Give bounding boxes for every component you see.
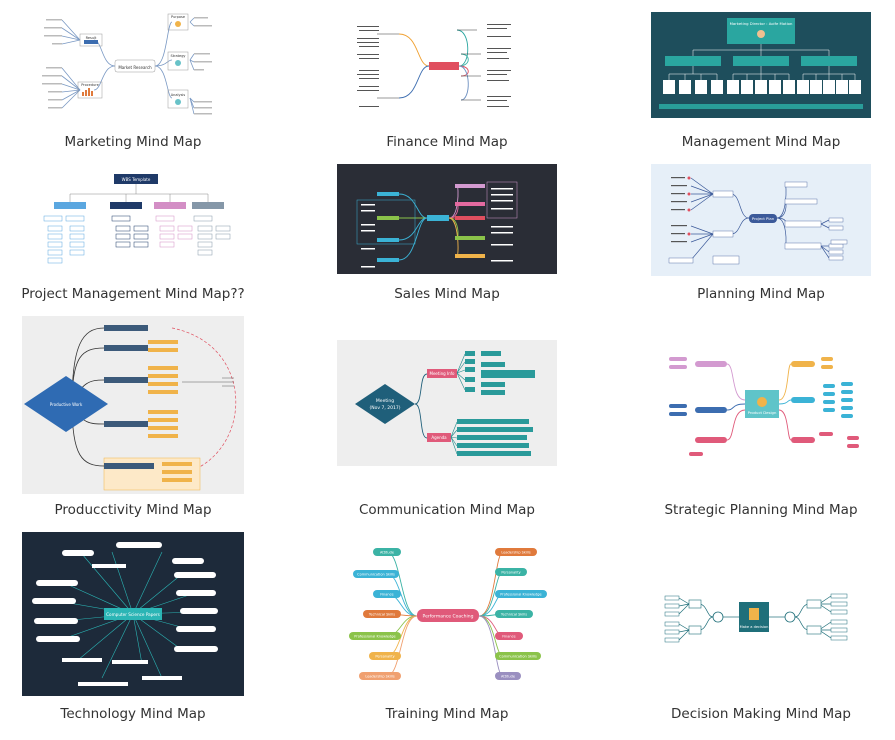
template-caption[interactable]: Decision Making Mind Map (671, 706, 851, 722)
training-root-label: Performance Coaching (423, 614, 474, 620)
training-right-4: Technical Skills (500, 613, 527, 617)
training-left-2: Communication Skills (357, 573, 395, 577)
template-card-planning[interactable]: Project Plan Planning Mind Map (651, 164, 871, 314)
training-right-5: Finance (502, 635, 515, 639)
planning-root-label: Project Plan (752, 216, 775, 221)
thumbnail-training[interactable]: Performance Coaching Attitude Communicat… (337, 540, 557, 690)
training-left-7: Leadership Skills (365, 675, 395, 679)
template-card-sales[interactable]: Sales Mind Map (337, 164, 557, 314)
template-caption[interactable]: Strategic Planning Mind Map (664, 502, 858, 518)
template-card-finance[interactable]: Finance Mind Map (337, 10, 557, 160)
communication-root-date: (Nov 7, 2017) (370, 405, 401, 411)
training-left-3: Finance (380, 593, 393, 597)
training-right-6: Communication Skills (499, 655, 537, 659)
template-caption[interactable]: Producctivity Mind Map (54, 502, 212, 518)
training-mind-map-preview: Performance Coaching Attitude Communicat… (349, 548, 547, 680)
template-caption[interactable]: Marketing Mind Map (64, 134, 202, 150)
template-card-technology[interactable]: Computer Science Papers Technology Mind … (22, 532, 244, 732)
template-card-project-management[interactable]: WBS Template Project Management Mind Map… (21, 164, 245, 314)
training-right-7: Attitude (501, 675, 515, 679)
thumbnail-decision-making[interactable]: Make a decision (651, 560, 871, 680)
training-right-3: Professional Knowledge (500, 593, 541, 597)
thumbnail-management[interactable]: Marketing Director : Aoife Motion (651, 12, 871, 118)
marketing-root-label: Market Research (118, 65, 152, 70)
thumbnail-marketing[interactable]: Market Research Result Procedure Purpose… (22, 10, 244, 128)
training-left-1: Attitude (380, 551, 394, 555)
strategic-planning-mind-map-preview: Product Design (669, 357, 859, 456)
marketing-mind-map-preview: Market Research Result Procedure Purpose… (42, 13, 212, 115)
marketing-strategy-label: Strategy (171, 54, 186, 58)
template-card-training[interactable]: Performance Coaching Attitude Communicat… (337, 540, 557, 732)
thumbnail-sales[interactable] (337, 164, 557, 274)
training-left-6: Personality (375, 655, 394, 659)
sales-mind-map-preview (356, 181, 518, 268)
management-root-label: Marketing Director : Aoife Motion (730, 21, 793, 26)
management-org-chart-preview: Marketing Director : Aoife Motion (659, 18, 863, 109)
template-card-strategic-planning[interactable]: Product Design Strategic Planning Mind (651, 340, 871, 526)
decision-making-mind-map-preview: Make a decision (664, 593, 848, 643)
technology-root-label: Computer Science Papers (106, 612, 160, 617)
thumbnail-strategic-planning[interactable]: Product Design (651, 340, 871, 466)
training-right-2: Personality (501, 571, 520, 575)
training-right-1: Leadership Skills (501, 551, 531, 555)
template-caption[interactable]: Project Management Mind Map?? (21, 286, 245, 302)
marketing-result-label: Result (86, 36, 97, 40)
planning-mind-map-preview: Project Plan (668, 176, 848, 265)
template-card-decision-making[interactable]: Make a decision (651, 560, 871, 732)
template-caption[interactable]: Planning Mind Map (697, 286, 825, 302)
wbs-root-label: WBS Template (122, 177, 151, 182)
thumbnail-communication[interactable]: Meeting (Nov 7, 2017) Meeting Info Agend… (337, 340, 557, 466)
communication-agenda-label: Agenda (431, 435, 447, 440)
template-caption[interactable]: Technology Mind Map (60, 706, 206, 722)
template-caption[interactable]: Sales Mind Map (394, 286, 500, 302)
template-caption[interactable]: Training Mind Map (385, 706, 509, 722)
template-card-productivity[interactable]: Productive Work Producctivity Mind Map (22, 316, 244, 526)
technology-mind-map-preview: Computer Science Papers (32, 542, 218, 686)
communication-meeting-info-label: Meeting Info (430, 371, 456, 376)
finance-mind-map-preview (357, 24, 511, 107)
strategic-root-label: Product Design (748, 410, 777, 415)
template-card-communication[interactable]: Meeting (Nov 7, 2017) Meeting Info Agend… (337, 340, 557, 526)
communication-root-label: Meeting (376, 398, 394, 404)
thumbnail-finance[interactable] (337, 10, 557, 128)
template-card-marketing[interactable]: Market Research Result Procedure Purpose… (22, 10, 244, 160)
template-caption[interactable]: Communication Mind Map (358, 502, 535, 518)
training-left-5: Professional Knowledge (354, 635, 395, 639)
productivity-mind-map-preview: Productive Work (24, 325, 237, 491)
template-card-management[interactable]: Marketing Director : Aoife Motion Manage… (651, 12, 871, 162)
communication-mind-map-preview: Meeting (Nov 7, 2017) Meeting Info Agend… (355, 351, 535, 456)
productivity-root-label: Productive Work (50, 402, 83, 407)
thumbnail-productivity[interactable]: Productive Work (22, 316, 244, 494)
marketing-purpose-label: Purpose (171, 15, 185, 19)
thumbnail-technology[interactable]: Computer Science Papers (22, 532, 244, 696)
training-left-4: Technical Skills (368, 613, 395, 617)
decision-root-label: Make a decision (740, 625, 769, 629)
thumbnail-planning[interactable]: Project Plan (651, 164, 871, 276)
template-caption[interactable]: Finance Mind Map (386, 134, 508, 150)
marketing-analysis-label: Analysis (171, 93, 186, 97)
marketing-procedure-label: Procedure (81, 83, 99, 87)
thumbnail-project-management[interactable]: WBS Template (22, 164, 244, 274)
template-caption[interactable]: Management Mind Map (681, 134, 841, 150)
project-management-wbs-preview: WBS Template (43, 174, 231, 264)
